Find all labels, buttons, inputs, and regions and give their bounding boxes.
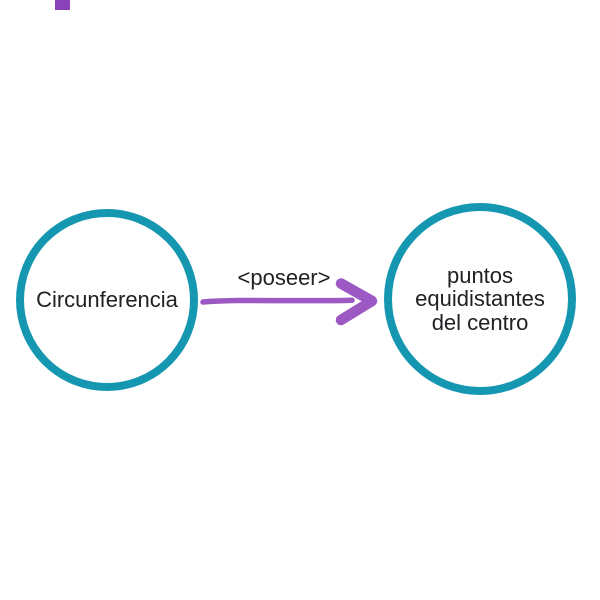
node-label-line-3: del centro <box>431 309 529 335</box>
node-circunferencia-label: Circunferencia <box>36 287 178 313</box>
node-puntos-equidistantes: puntos equidistantes del centro <box>384 203 576 395</box>
node-label-line-2: equidistantes <box>415 286 545 312</box>
arrow-shaft-line <box>200 297 355 305</box>
node-puntos-equidistantes-label: puntos equidistantes del centro <box>415 264 545 333</box>
small-purple-square <box>55 0 70 10</box>
node-label-line-1: puntos <box>446 263 514 289</box>
edge-label-poseer: <poseer> <box>237 265 331 290</box>
node-circunferencia: Circunferencia <box>16 209 198 391</box>
